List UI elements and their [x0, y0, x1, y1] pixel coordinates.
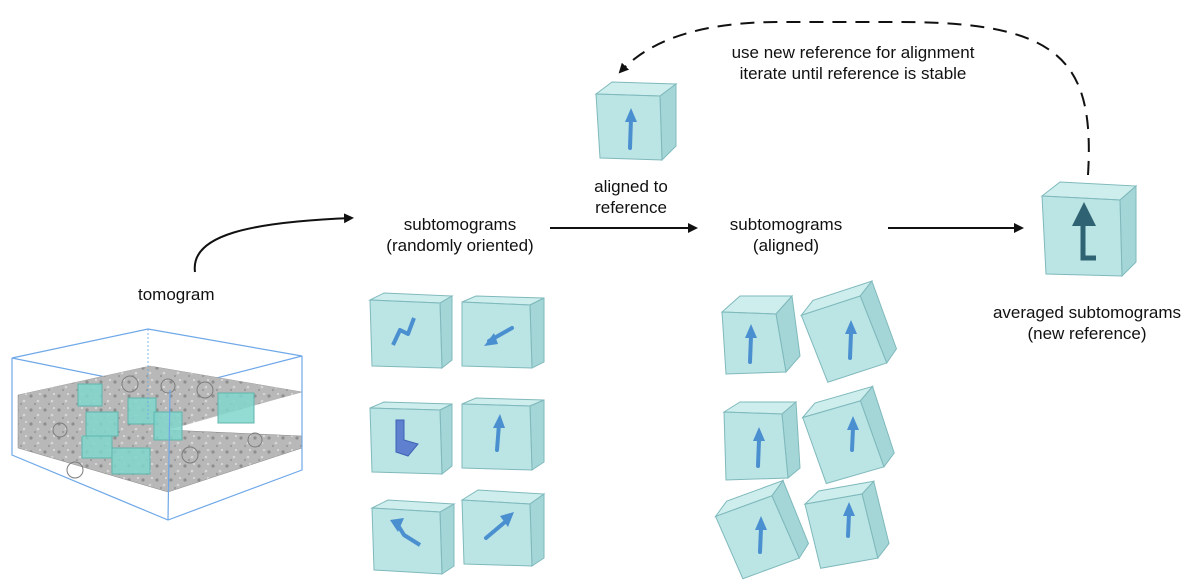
label-subtomograms-aligned-line1: subtomograms — [729, 215, 843, 234]
label-tomogram: tomogram — [138, 285, 215, 304]
random-arrow-icon-6 — [484, 520, 507, 540]
arrow-tomogram-to-subtomograms — [193, 213, 354, 273]
label-aligned-to-reference-line2: reference — [595, 198, 667, 217]
label-iterate-line1: use new reference for alignment — [731, 43, 975, 62]
random-arrow-icon-3 — [395, 419, 419, 457]
label-averaged-line1: averaged subtomograms — [992, 303, 1182, 322]
aligned-cube-6 — [803, 480, 890, 569]
random-cube-1 — [368, 292, 454, 370]
label-aligned-to-reference: aligned to reference — [572, 176, 690, 218]
tomogram-particles — [77, 383, 255, 475]
reference-arrow-icon — [625, 108, 637, 150]
random-cube-2 — [461, 295, 545, 369]
aligned-cube-4 — [801, 385, 895, 485]
label-subtomograms-random: subtomograms (randomly oriented) — [362, 214, 558, 256]
label-subtomograms-aligned: subtomograms (aligned) — [716, 214, 856, 256]
label-subtomograms-random-line1: subtomograms — [403, 215, 517, 234]
label-subtomograms-aligned-line2: (aligned) — [752, 236, 820, 255]
label-subtomograms-random-line2: (randomly oriented) — [386, 236, 534, 255]
random-cube-5 — [370, 499, 456, 575]
random-subtomograms — [368, 292, 546, 575]
random-arrow-icon-1 — [391, 317, 416, 346]
label-aligned-to-reference-line1: aligned to — [594, 177, 668, 196]
random-arrow-icon-4 — [495, 422, 501, 452]
aligned-cube-1 — [720, 294, 801, 375]
label-averaged-subtomograms: averaged subtomograms (new reference) — [974, 302, 1200, 344]
label-iterate-line2: iterate until reference is stable — [739, 64, 967, 83]
label-iteration-note: use new reference for alignment iterate … — [694, 42, 1012, 84]
averaged-cube — [1040, 181, 1138, 278]
aligned-cube-2 — [799, 280, 898, 383]
random-cube-3 — [369, 401, 453, 476]
random-cube-6 — [460, 489, 546, 567]
arrow-iteration-dashed — [618, 21, 1090, 176]
averaged-arrow-icon — [1072, 202, 1096, 261]
label-averaged-line2: (new reference) — [1027, 324, 1147, 343]
reference-cube — [594, 81, 678, 162]
random-cube-4 — [461, 397, 545, 471]
aligned-cube-3 — [722, 400, 801, 481]
tomogram-volume — [11, 328, 303, 521]
aligned-cube-5 — [714, 479, 810, 580]
aligned-subtomograms — [714, 280, 898, 580]
